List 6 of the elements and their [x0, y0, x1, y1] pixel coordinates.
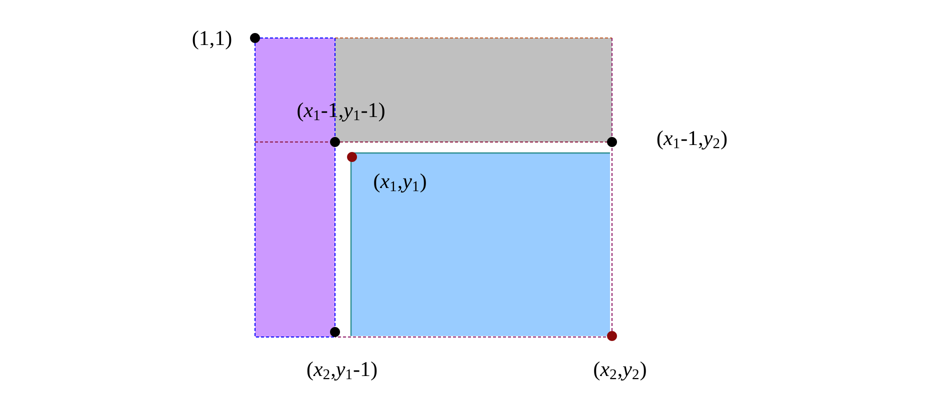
point-label: (1,1) — [192, 30, 232, 50]
point-label: (x$_{2}$,y$_{2}$) — [594, 361, 646, 381]
point-label: (x$_{1}$-1,y$_{2}$) — [657, 130, 727, 150]
point-label: (x$_{1}$-1,y$_{1}$-1) — [298, 102, 384, 122]
point-label: (x$_{1}$,y$_{1}$) — [374, 173, 426, 193]
point-label: (x$_{2}$,y$_{1}$-1) — [307, 361, 377, 381]
